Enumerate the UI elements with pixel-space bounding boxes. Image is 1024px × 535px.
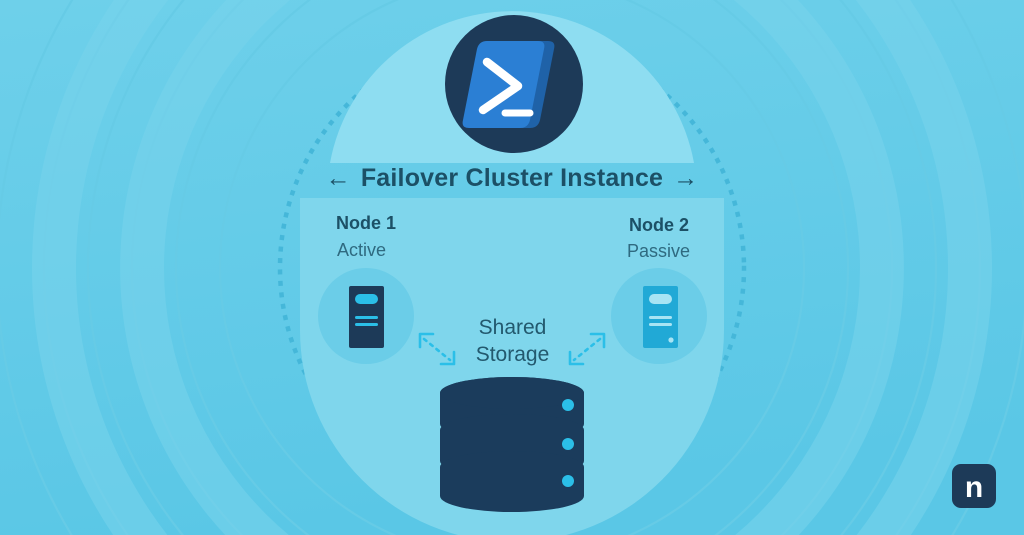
node2-title: Node 2 (629, 215, 690, 235)
node1-title: Node 1 (336, 213, 397, 233)
failover-cluster-instance-label: ← Failover Cluster Instance → (0, 164, 1024, 193)
database-disk-3 (440, 451, 584, 512)
ripple-ring-5 (87, 0, 937, 535)
shared-storage-line1: Shared (478, 316, 547, 339)
ripple-band-group (32, 0, 992, 535)
node2-server-tower-icon (643, 286, 678, 348)
link-arrow-left (418, 332, 456, 366)
node-storage-link-arrows (418, 332, 606, 366)
ripple-band-outer (32, 0, 992, 535)
node2-state: Passive (627, 241, 691, 261)
database-cylinder-icon (440, 377, 584, 512)
shared-storage-label: Shared Storage (455, 314, 570, 368)
ripple-band-inner (120, 0, 904, 535)
ripple-ring-3 (175, 0, 849, 535)
arrow-left-icon: ← (325, 164, 351, 192)
logo-badge (952, 464, 996, 508)
ripple-ring-2 (218, 0, 806, 535)
arrow-right-icon: → (673, 164, 699, 192)
shared-storage-line2: Storage (475, 343, 550, 366)
node1-server-tower-icon (349, 286, 384, 348)
database-led-2 (562, 438, 574, 450)
link-arrow-right (568, 332, 606, 366)
failover-cluster-instance-text: Failover Cluster Instance (360, 164, 664, 192)
database-led-1 (562, 399, 574, 411)
powershell-icon (462, 41, 555, 128)
node1-state: Active (337, 240, 387, 260)
powershell-badge (445, 15, 583, 153)
ninjaone-logo-icon: n (952, 464, 996, 508)
cluster-node-panel (300, 198, 724, 535)
logo-mark: n (965, 471, 983, 504)
database-led-3 (562, 475, 574, 487)
